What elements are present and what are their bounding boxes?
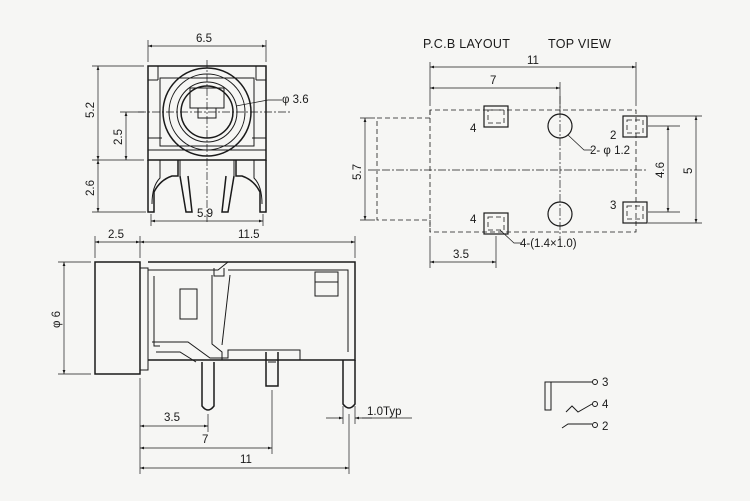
schematic-symbol: 3 4 2 <box>544 377 609 433</box>
front-view: 6.5 5.2 2.5 2.6 5.9 φ 3.6 <box>85 33 309 226</box>
dim-front-offset: 2.5 <box>113 111 144 160</box>
dim-pcb-pad-span: 4.6 <box>648 125 680 213</box>
dim-side-pin2-label: 7 <box>202 434 208 446</box>
dim-side-diameter-label: φ 6 <box>51 311 63 328</box>
dim-side-nose-label: 2.5 <box>108 229 124 241</box>
dim-pcb-left-pad: 3.5 <box>429 236 497 268</box>
dim-side-pin2: 7 <box>140 390 273 454</box>
dim-pcb-pad-pos-label: 7 <box>490 75 496 87</box>
dim-side-pin1-label: 3.5 <box>164 412 180 424</box>
front-legs <box>147 160 267 213</box>
dim-front-leg-height: 2.6 <box>85 160 146 213</box>
hole-top <box>547 113 573 139</box>
dim-side-pin-thickness-label: 1.0Typ <box>367 406 402 418</box>
pcb-subtitle: TOP VIEW <box>548 37 611 51</box>
pad-top-left <box>483 105 509 128</box>
dim-side-pin-thickness: 1.0Typ <box>326 406 412 424</box>
dim-pcb-outer: 5 <box>648 115 702 224</box>
pcb-pad-note: 4-(1.4×1.0) <box>499 229 577 250</box>
dim-pcb-outer-label: 5 <box>683 168 695 174</box>
pcb-outline <box>376 109 637 233</box>
dim-front-pin-span-label: 5.9 <box>197 208 213 220</box>
pcb-pad-note-label: 4-(1.4×1.0) <box>520 238 577 250</box>
dim-front-width-label: 6.5 <box>196 33 212 45</box>
dim-pcb-overall: 11 <box>429 55 637 106</box>
dim-side-pin3-label: 11 <box>240 454 252 466</box>
schematic-pin-3: 3 <box>602 377 608 389</box>
side-body-outline <box>94 261 356 375</box>
pcb-hole-note: 2- φ 1.2 <box>567 134 630 157</box>
pcb-pads <box>483 105 648 235</box>
dim-front-pin-span: 5.9 <box>150 208 264 226</box>
pcb-holes <box>547 113 573 227</box>
pcb-hole-note-label: 2- φ 1.2 <box>590 145 630 157</box>
dim-side-length-label: 11.5 <box>238 229 260 241</box>
front-hole-label: φ 3.6 <box>282 94 309 106</box>
schematic-pin-2: 2 <box>602 421 608 433</box>
dim-side-pin3: 11 <box>140 414 350 474</box>
pcb-pin-bottom-left: 4 <box>470 214 477 226</box>
dim-pcb-overall-label: 11 <box>527 55 539 67</box>
pcb-pin-top-left: 4 <box>470 123 477 135</box>
dim-pcb-height-label: 5.7 <box>352 164 364 180</box>
pcb-pin-top-right: 2 <box>610 130 616 142</box>
dim-pcb-pad-pos: 7 <box>430 75 561 112</box>
dim-pcb-pad-span-label: 4.6 <box>655 162 667 178</box>
dim-side-nose: 2.5 <box>94 229 141 258</box>
pad-top-right <box>622 115 648 138</box>
pcb-pin-bottom-right: 3 <box>610 200 616 212</box>
pad-bottom-left <box>483 212 509 235</box>
side-pins <box>201 352 356 411</box>
schematic-pin-4: 4 <box>602 399 609 411</box>
front-hole-callout: φ 3.6 <box>235 94 309 107</box>
pcb-title: P.C.B LAYOUT <box>423 37 510 51</box>
dim-side-diameter: φ 6 <box>51 261 91 375</box>
dim-front-offset-label: 2.5 <box>113 129 125 145</box>
pcb-layout: P.C.B LAYOUT TOP VIEW 4 4 2 3 <box>352 37 702 268</box>
dim-front-height: 5.2 <box>85 65 144 161</box>
dim-pcb-left-pad-label: 3.5 <box>453 249 469 261</box>
hole-bottom <box>547 201 573 227</box>
dim-side-pin1: 3.5 <box>139 378 209 474</box>
dim-front-width: 6.5 <box>147 33 267 62</box>
dim-pcb-height: 5.7 <box>352 117 375 221</box>
dim-front-height-label: 5.2 <box>85 102 97 118</box>
side-view: 2.5 11.5 φ 6 3.5 7 11 <box>51 229 412 474</box>
pad-bottom-right <box>622 201 648 224</box>
dim-front-leg-height-label: 2.6 <box>85 180 97 196</box>
dim-side-length: 11.5 <box>140 229 356 258</box>
